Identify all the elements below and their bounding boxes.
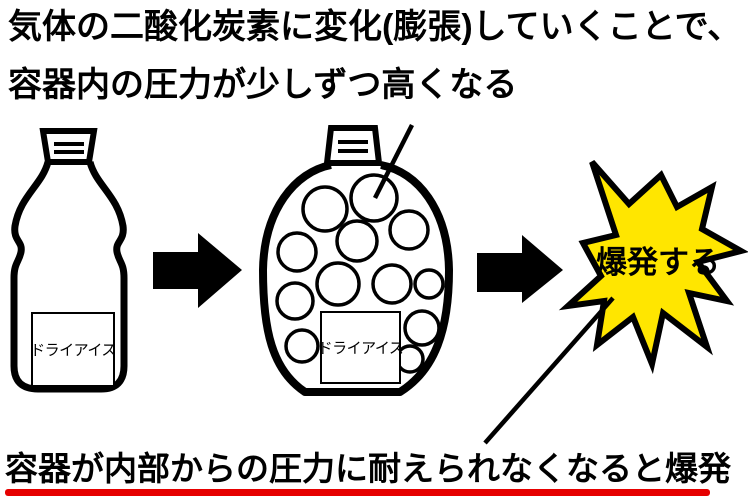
arrow-right-icon-2 xyxy=(477,235,563,303)
title-line-2: 容器内の圧力が少しずつ高くなる xyxy=(8,66,518,104)
explosion-text: 爆発する xyxy=(596,244,720,280)
dry-ice-text: ドライアイス xyxy=(317,340,404,357)
pointer-line-title-to-bubble xyxy=(372,123,415,200)
caption-underline xyxy=(5,489,710,496)
bottom-caption: 容器が内部からの圧力に耐えられなくなると爆発 xyxy=(5,450,731,487)
bottle-initial-cap xyxy=(39,128,98,165)
bottle-expanded-body xyxy=(259,161,453,396)
dry-ice-label-expanded: ドライアイス xyxy=(317,311,404,384)
dry-ice-text: ドライアイス xyxy=(30,342,116,359)
bottle-expanded xyxy=(259,125,453,396)
dry-ice-label-initial: ドライアイス xyxy=(30,312,116,387)
bottle-initial xyxy=(10,128,128,393)
gas-bubbles xyxy=(275,173,445,374)
pointer-line-star-to-caption xyxy=(483,296,615,445)
bottle-initial-body xyxy=(10,160,128,393)
explosion-star-icon xyxy=(558,160,748,375)
arrow-right-icon-1 xyxy=(153,233,242,308)
title-line-1: 気体の二酸化炭素に変化(膨張)していくことで、 xyxy=(8,8,742,46)
bottle-expanded-cap xyxy=(323,125,383,166)
